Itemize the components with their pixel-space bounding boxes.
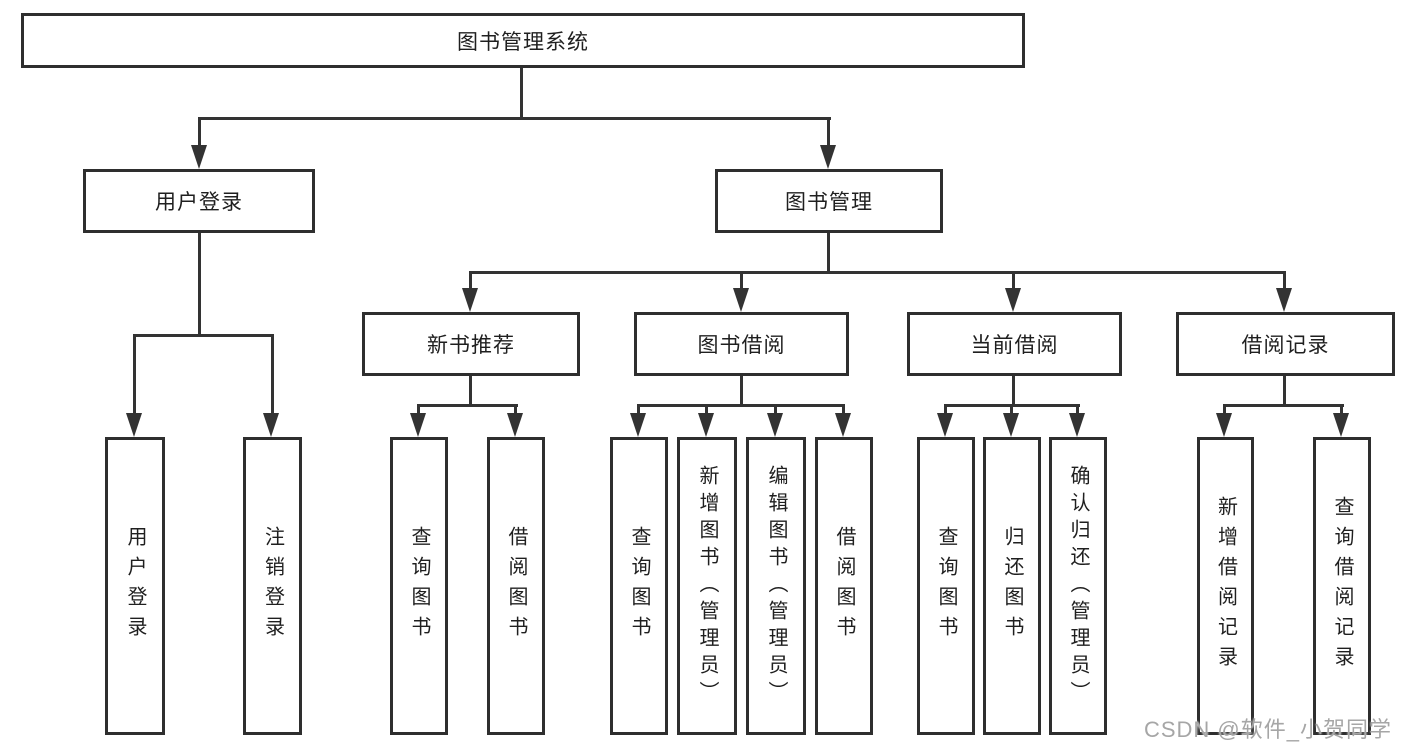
connector-leaf-drop (514, 404, 517, 417)
connector-leaf-drop (774, 404, 777, 417)
arrowhead-down (630, 413, 646, 437)
connector-leaf-drop (1223, 404, 1226, 417)
node-label: 查询图书 (628, 526, 650, 646)
leaf-borrow-books: 借阅图书 (487, 437, 545, 735)
node-current-borrow: 当前借阅 (907, 312, 1122, 376)
connector-level3-drop (1283, 271, 1286, 291)
connector-level3-drop (1012, 271, 1015, 291)
arrowhead-down (1333, 413, 1349, 437)
connector-records-trunk (1283, 374, 1286, 407)
leaf-query-books: 查询图书 (390, 437, 448, 735)
leaf-return-book: 归还图书 (983, 437, 1041, 735)
leaf-add-borrow-record: 新增借阅记录 (1197, 437, 1254, 735)
node-borrow-records: 借阅记录 (1176, 312, 1395, 376)
connector-current-trunk (1012, 374, 1015, 407)
connector-level3-drop (740, 271, 743, 291)
connector-leaf-drop (944, 404, 947, 417)
arrowhead-down (1005, 288, 1021, 312)
node-label: 当前借阅 (970, 334, 1059, 357)
connector-records-rail (1223, 404, 1344, 407)
connector-leaf-drop (1076, 404, 1079, 417)
node-label: 确认归还（管理员） (1067, 464, 1089, 708)
node-label: 查询图书 (935, 526, 957, 646)
connector-leaf-drop (133, 334, 136, 416)
connector-leaf-drop (271, 334, 274, 416)
connector-level3-rail (470, 271, 1286, 274)
connector-leaf-drop (842, 404, 845, 417)
connector-user-login-drop (198, 117, 201, 148)
arrowhead-down (835, 413, 851, 437)
connector-book-mgmt-trunk (827, 231, 830, 274)
connector-user-login-rail (134, 334, 274, 337)
node-label: 借阅图书 (833, 526, 855, 646)
arrowhead-down (462, 288, 478, 312)
node-label: 用户登录 (155, 191, 243, 214)
connector-leaf-drop (637, 404, 640, 417)
connector-recommend-trunk (469, 374, 472, 407)
node-label: 新书推荐 (427, 334, 515, 357)
connector-level3-drop (469, 271, 472, 291)
node-label: 查询借阅记录 (1331, 496, 1353, 676)
node-root-library-system: 图书管理系统 (21, 13, 1025, 68)
arrowhead-down (126, 413, 142, 437)
leaf-query-borrow-record: 查询借阅记录 (1313, 437, 1371, 735)
connector-leaf-drop (1340, 404, 1343, 417)
arrowhead-down (733, 288, 749, 312)
leaf-borrow-books: 借阅图书 (815, 437, 873, 735)
leaf-confirm-return-admin: 确认归还（管理员） (1049, 437, 1107, 735)
arrowhead-down (1003, 413, 1019, 437)
node-label: 注销登录 (261, 526, 284, 646)
node-label: 新增借阅记录 (1214, 496, 1237, 676)
leaf-query-books: 查询图书 (917, 437, 975, 735)
leaf-logout: 注销登录 (243, 437, 302, 735)
node-label: 图书管理系统 (457, 30, 589, 54)
leaf-user-login: 用户登录 (105, 437, 165, 735)
connector-level2-rail (199, 117, 831, 120)
arrowhead-down (1276, 288, 1292, 312)
arrowhead-down (410, 413, 426, 437)
node-label: 用户登录 (124, 526, 146, 646)
connector-root-trunk (520, 66, 523, 119)
node-label: 查询图书 (408, 526, 430, 646)
connector-borrow-rail (637, 404, 845, 407)
node-new-book-recommend: 新书推荐 (362, 312, 580, 376)
arrowhead-down (263, 413, 279, 437)
arrowhead-down (1216, 413, 1232, 437)
connector-book-mgmt-drop (827, 117, 830, 148)
connector-leaf-drop (417, 404, 420, 417)
node-book-borrow: 图书借阅 (634, 312, 849, 376)
arrowhead-down (1069, 413, 1085, 437)
arrowhead-down (820, 145, 836, 169)
node-book-management: 图书管理 (715, 169, 943, 233)
node-label: 图书借阅 (697, 334, 786, 357)
leaf-add-book-admin: 新增图书（管理员） (677, 437, 737, 735)
arrowhead-down (698, 413, 714, 437)
node-label: 借阅图书 (505, 526, 527, 646)
connector-user-login-trunk (198, 231, 201, 337)
node-user-login: 用户登录 (83, 169, 315, 233)
connector-leaf-drop (705, 404, 708, 417)
arrowhead-down (937, 413, 953, 437)
node-label: 图书管理 (785, 191, 873, 214)
leaf-edit-book-admin: 编辑图书（管理员） (746, 437, 806, 735)
node-label: 编辑图书（管理员） (765, 464, 787, 708)
leaf-query-books: 查询图书 (610, 437, 668, 735)
arrowhead-down (507, 413, 523, 437)
connector-leaf-drop (1010, 404, 1013, 417)
node-label: 归还图书 (1001, 526, 1023, 646)
arrowhead-down (191, 145, 207, 169)
node-label: 借阅记录 (1241, 334, 1330, 357)
csdn-watermark: CSDN @软件_小贺同学 (1143, 717, 1392, 742)
connector-recommend-rail (417, 404, 518, 407)
arrowhead-down (767, 413, 783, 437)
node-label: 新增图书（管理员） (696, 464, 718, 708)
connector-borrow-trunk (740, 374, 743, 407)
